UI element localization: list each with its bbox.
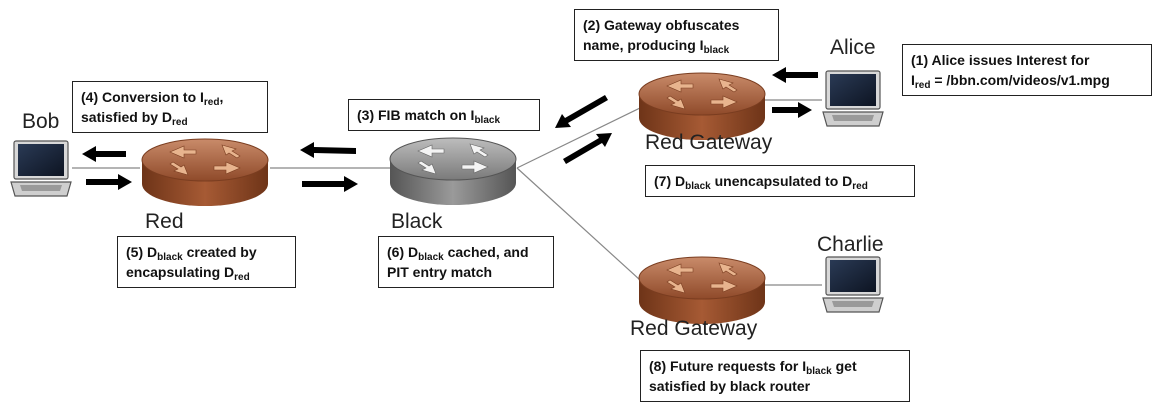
note-text: satisfied by D — [81, 109, 173, 125]
note-text: (3) FIB match on I — [357, 107, 475, 123]
note-text: satisfied by black router — [649, 378, 811, 394]
alice-label: Alice — [830, 36, 876, 59]
note-text: (7) D — [654, 173, 686, 189]
note-subscript: red — [203, 97, 220, 108]
note-step-5: (5) Dblack created by encapsulating Dred — [117, 236, 296, 288]
note-step-2: (2) Gateway obfuscates name, producing I… — [574, 9, 779, 61]
note-text: (6) D — [387, 244, 419, 260]
note-subscript: red — [852, 181, 868, 192]
note-step-6: (6) Dblack cached, and PIT entry match — [378, 236, 554, 288]
note-text: (8) Future requests for I — [649, 358, 807, 374]
arrow-icon — [563, 133, 612, 164]
note-subscript: black — [157, 252, 183, 263]
arrow-icon — [555, 95, 608, 128]
note-step-4: (4) Conversion to Ired, satisfied by Dre… — [72, 81, 268, 133]
arrow-icon — [300, 142, 356, 158]
bob-label: Bob — [22, 110, 60, 133]
laptop-icon — [10, 140, 72, 197]
black-router-label: Black — [391, 210, 443, 233]
arrow-icon — [302, 176, 358, 192]
arrow-icon — [772, 102, 812, 118]
router-icon — [141, 138, 269, 207]
note-text: = /bbn.com/videos/v1.mpg — [930, 72, 1110, 88]
arrow-icon — [82, 146, 126, 162]
note-subscript: black — [806, 366, 832, 377]
red-router-label: Red — [145, 210, 184, 233]
note-step-3: (3) FIB match on Iblack — [348, 99, 540, 131]
note-text: (2) Gateway obfuscates — [583, 17, 740, 33]
note-text: get — [831, 358, 857, 374]
note-step-1: (1) Alice issues Interest for Ired = /bb… — [902, 44, 1152, 96]
note-subscript: red — [234, 272, 250, 283]
charlie-label: Charlie — [817, 233, 884, 256]
note-text: name, producing I — [583, 37, 704, 53]
red-gateway-top-label: Red Gateway — [645, 131, 773, 154]
note-text: , — [219, 89, 224, 105]
note-subscript: black — [703, 45, 730, 56]
note-subscript: black — [474, 115, 501, 126]
router-icon — [389, 137, 517, 206]
note-text: (4) Conversion to I — [81, 89, 204, 105]
note-text: unencapsulated to D — [710, 173, 853, 189]
note-subscript: red — [172, 117, 188, 128]
note-text: (1) Alice issues Interest for — [911, 52, 1090, 68]
note-step-8: (8) Future requests for Iblack get satis… — [640, 350, 910, 402]
arrow-icon — [772, 67, 818, 83]
flow-arrows — [82, 67, 818, 192]
red-gateway-bottom-label: Red Gateway — [630, 317, 758, 340]
router-icon — [638, 72, 766, 141]
note-subscript: black — [685, 181, 711, 192]
note-text: created by — [182, 244, 257, 260]
note-text: encapsulating D — [126, 264, 235, 280]
laptop-icon — [822, 256, 884, 313]
note-text: cached, and — [443, 244, 529, 260]
note-text: I — [911, 72, 915, 88]
note-subscript: red — [914, 80, 931, 91]
links — [72, 99, 822, 286]
note-subscript: black — [418, 252, 444, 263]
note-text: (5) D — [126, 244, 158, 260]
note-text: PIT entry match — [387, 264, 493, 280]
router-icon — [638, 256, 766, 325]
note-step-7: (7) Dblack unencapsulated to Dred — [645, 165, 915, 197]
arrow-icon — [86, 174, 132, 190]
laptop-icon — [822, 70, 884, 127]
